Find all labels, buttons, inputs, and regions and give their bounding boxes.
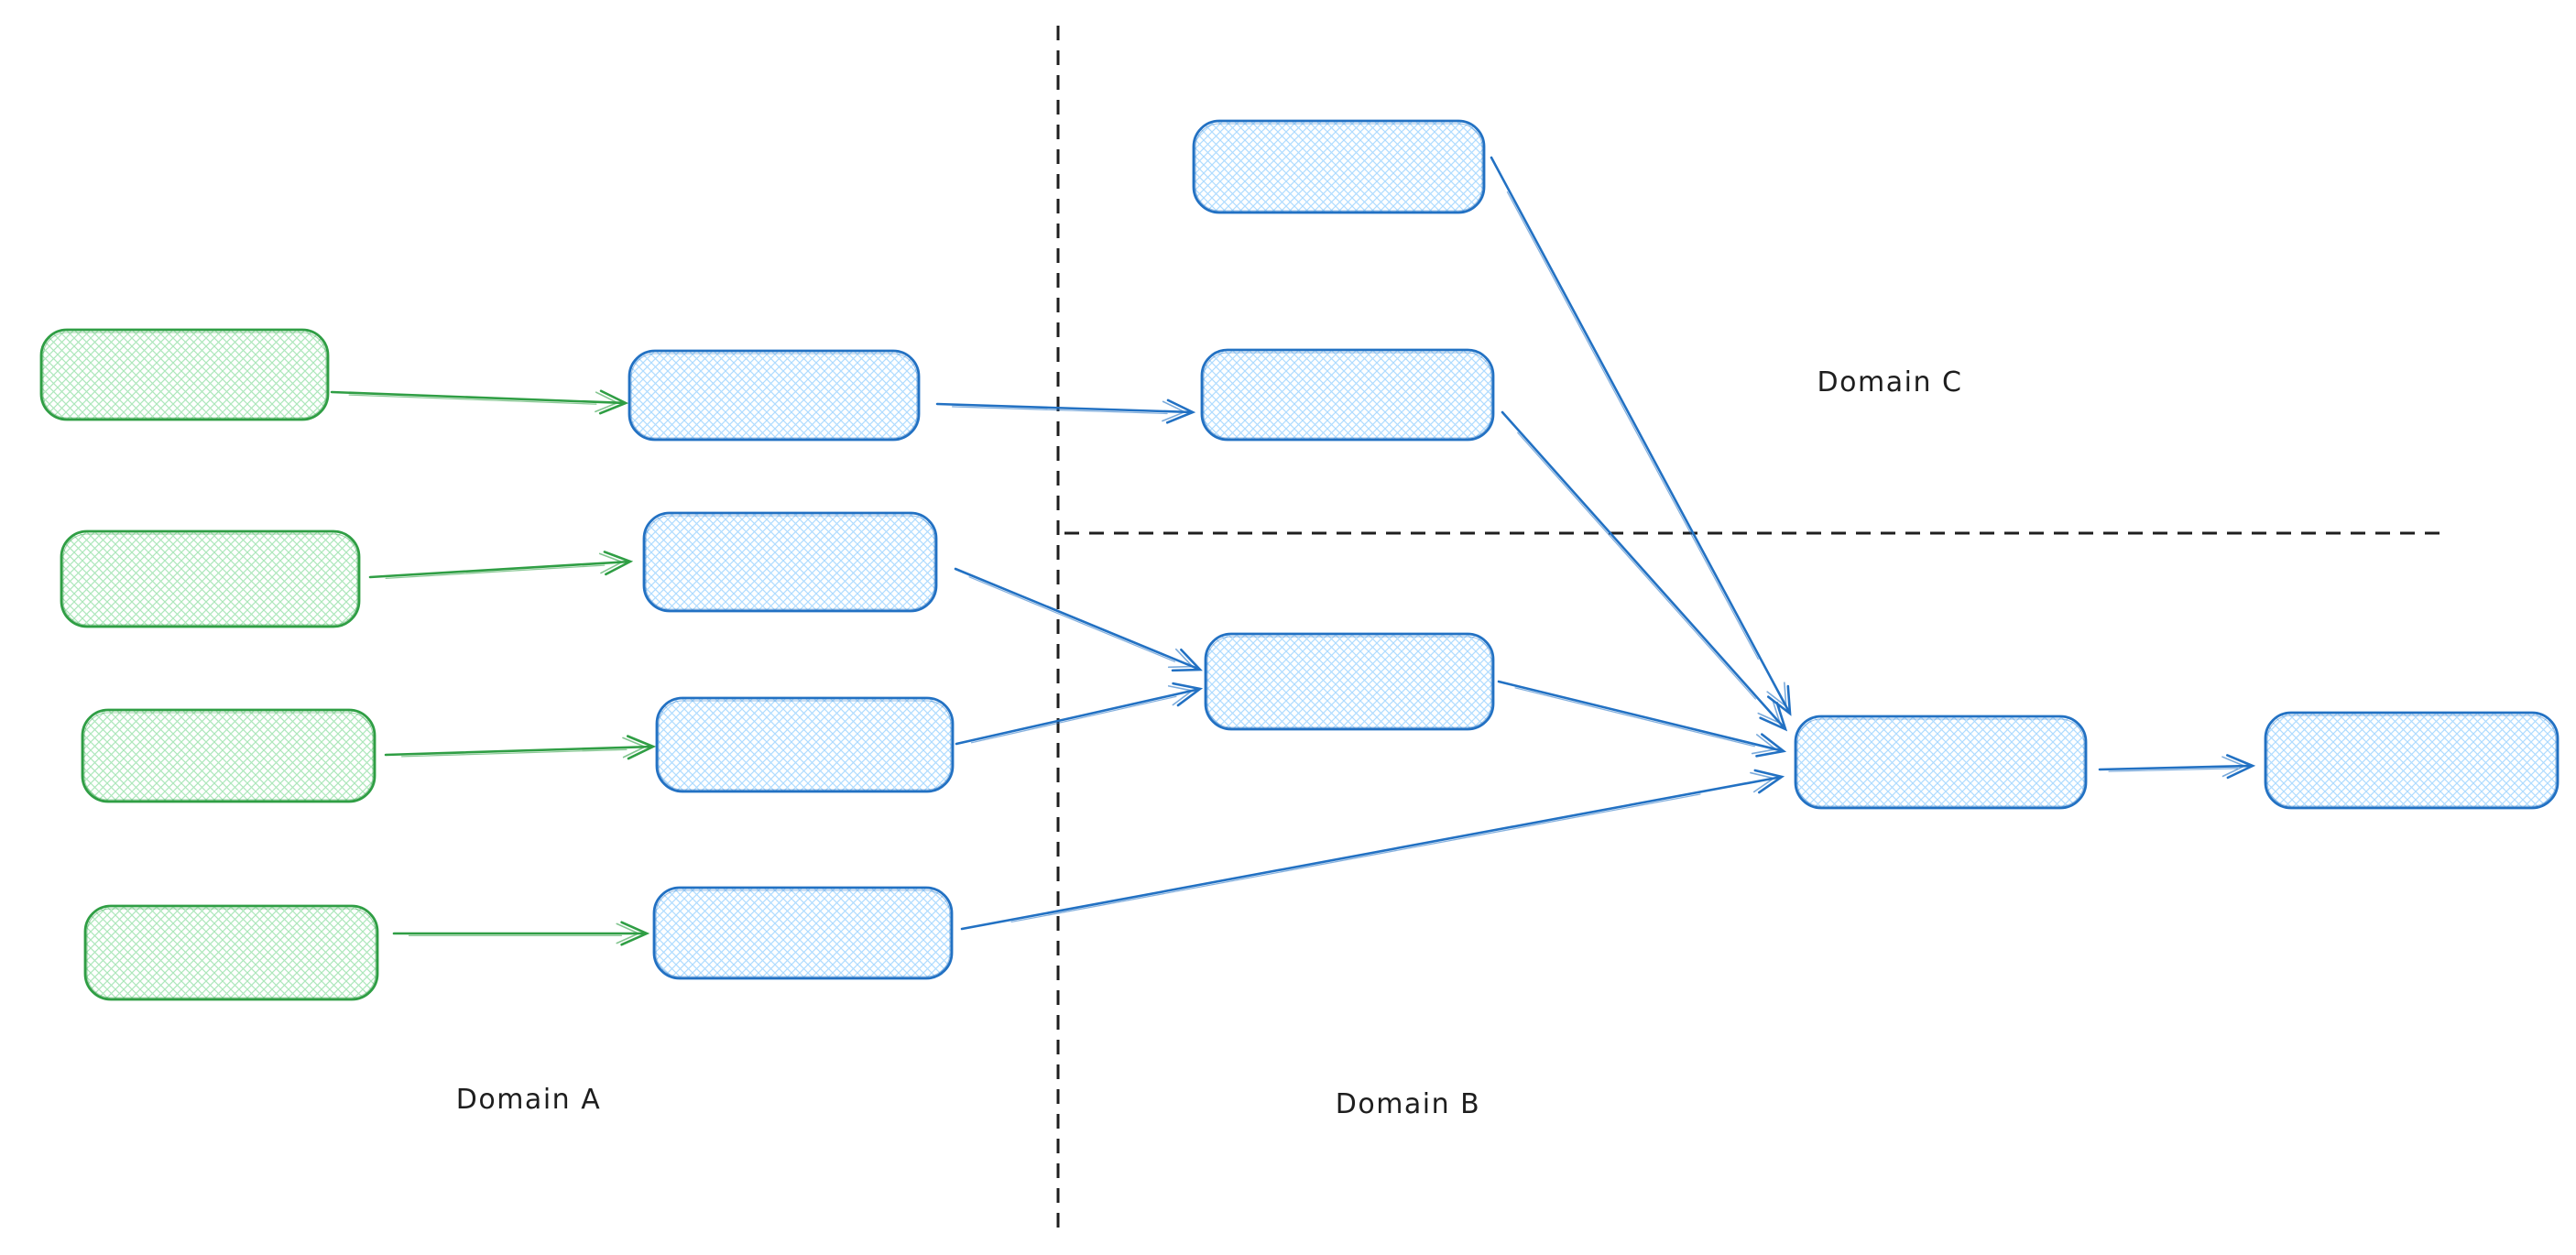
node-c-stage-1[interactable]: [1192, 119, 1486, 214]
domain-a-label[interactable]: Domain A: [456, 1084, 601, 1116]
edge-astage2-bstage1[interactable]: [954, 567, 1203, 672]
node-sketch-outline: [658, 700, 952, 791]
node-sketch-outline: [655, 889, 951, 977]
node-sketch-outline: [1796, 718, 2085, 807]
node-sketch-outline: [645, 515, 935, 610]
edge-astage4-bhub[interactable]: [960, 769, 1785, 931]
edge-asource3-astage3[interactable]: [384, 735, 657, 760]
edge-asource4-astage4[interactable]: [392, 921, 650, 946]
domain-c-label[interactable]: Domain C: [1817, 366, 1963, 398]
domain-b-label[interactable]: Domain B: [1336, 1088, 1481, 1120]
node-a-source-3[interactable]: [81, 708, 377, 803]
node-sketch-outline: [42, 332, 327, 419]
edges-layer: [330, 156, 2256, 946]
node-a-source-1[interactable]: [39, 328, 330, 421]
node-a-stage-1[interactable]: [628, 349, 921, 442]
node-b-hub[interactable]: [1794, 715, 2088, 810]
node-a-stage-3[interactable]: [655, 696, 955, 793]
edge-asource1-astage1[interactable]: [330, 389, 629, 415]
node-a-source-4[interactable]: [83, 904, 379, 1001]
edge-cstage1-bhub[interactable]: [1490, 156, 1792, 716]
node-sketch-outline: [1206, 636, 1492, 728]
node-sketch-outline: [1195, 123, 1483, 212]
edge-bstage1-bhub[interactable]: [1497, 680, 1787, 758]
node-a-stage-2[interactable]: [642, 511, 938, 613]
node-sketch-outline: [630, 353, 918, 439]
node-sketch-outline: [86, 908, 377, 999]
labels-layer: Domain A Domain B Domain C: [456, 366, 1963, 1120]
edge-asource2-astage2[interactable]: [368, 551, 634, 580]
edge-astage3-bstage1[interactable]: [955, 682, 1204, 746]
nodes-layer: [39, 119, 2560, 1001]
edge-cstage2-bhub[interactable]: [1501, 410, 1788, 732]
node-sketch-outline: [2266, 715, 2557, 807]
node-b-stage-1[interactable]: [1204, 632, 1495, 731]
node-c-stage-2[interactable]: [1200, 348, 1495, 442]
node-sketch-outline: [1203, 352, 1492, 439]
edge-bhub-boutput[interactable]: [2098, 754, 2256, 780]
dividers-layer: [1056, 26, 2446, 1237]
node-a-source-2[interactable]: [60, 529, 361, 628]
node-a-stage-4[interactable]: [652, 886, 954, 980]
edge-astage1-cstage2[interactable]: [935, 398, 1196, 424]
node-b-output[interactable]: [2264, 711, 2560, 810]
node-sketch-outline: [83, 712, 374, 801]
node-sketch-outline: [62, 533, 358, 626]
